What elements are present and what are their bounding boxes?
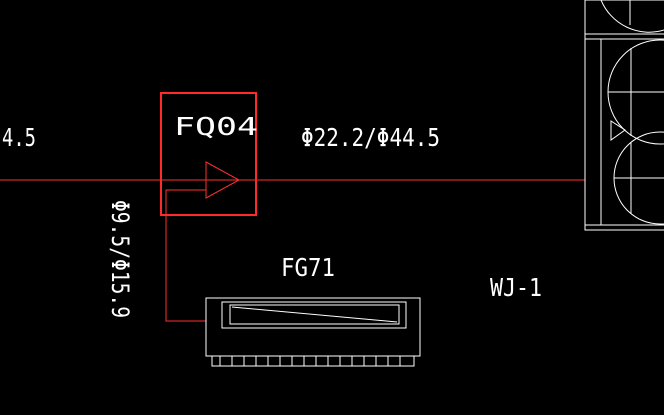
- branch-joint-highlight[interactable]: [160, 92, 257, 216]
- indoor-unit-symbol[interactable]: [205, 297, 421, 367]
- left-pipe-size-label: 4.5: [2, 123, 36, 152]
- main-pipe-size-label: Φ22.2/Φ44.5: [301, 123, 440, 152]
- outdoor-unit-id-label: WJ-1: [490, 273, 542, 302]
- indoor-unit-model-label: FG71: [281, 253, 335, 282]
- branch-pipe: [165, 189, 206, 322]
- branch-joint-triangle: [205, 161, 241, 199]
- branch-pipe-size-label: Φ9.5/Φ15.9: [106, 200, 134, 318]
- branch-id-label: FQ04: [174, 112, 258, 141]
- outdoor-unit-symbol[interactable]: [584, 0, 664, 231]
